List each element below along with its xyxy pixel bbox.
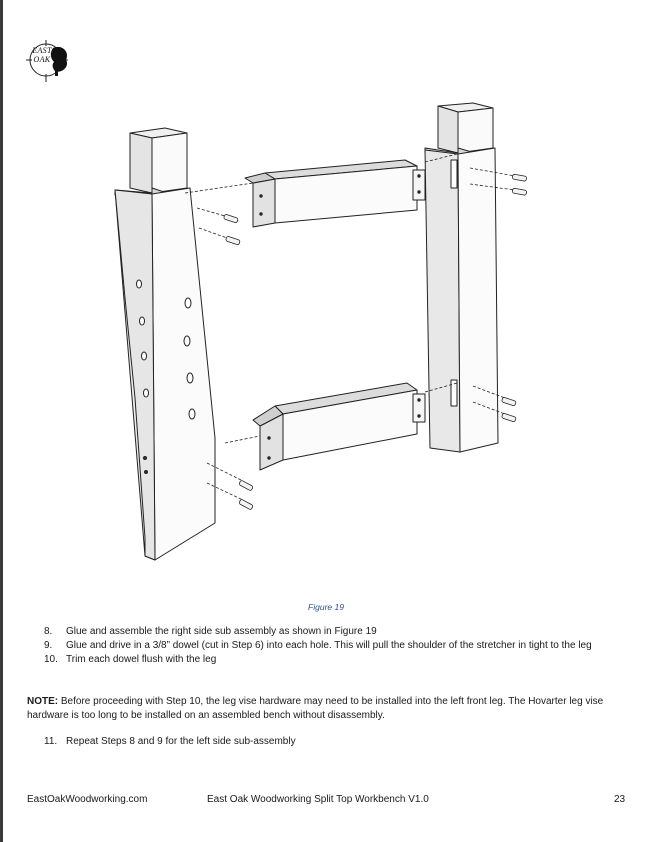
right-leg	[424, 102, 499, 453]
logo-text-east: EAST	[32, 46, 52, 55]
steps-list: 8. Glue and assemble the right side sub …	[44, 625, 634, 667]
step-number: 9.	[44, 640, 53, 651]
logo-emblem-icon	[26, 40, 68, 82]
page-border	[0, 0, 3, 842]
step-text: Repeat Steps 8 and 9 for the left side s…	[66, 736, 296, 747]
note-label: NOTE:	[27, 696, 59, 707]
step-number: 11.	[44, 736, 58, 747]
assembly-guide-lines	[184, 153, 516, 501]
note-paragraph: NOTE: Before proceeding with Step 10, th…	[27, 695, 631, 723]
step-number: 8.	[44, 626, 53, 637]
step-text: Glue and drive in a 3/8” dowel (cut in S…	[66, 640, 592, 651]
footer-document-title: East Oak Woodworking Split Top Workbench…	[207, 794, 429, 805]
step-text: Glue and assemble the right side sub ass…	[66, 626, 377, 637]
step-text: Trim each dowel flush with the leg	[66, 654, 217, 665]
note-text: Before proceeding with Step 10, the leg …	[27, 696, 604, 721]
east-oak-logo: EAST OAK	[22, 38, 76, 92]
footer-page-number: 23	[614, 794, 626, 805]
step-item-11: 11. Repeat Steps 8 and 9 for the left si…	[44, 735, 634, 749]
left-leg	[114, 127, 216, 561]
step-item-8: 8. Glue and assemble the right side sub …	[44, 625, 634, 639]
logo-text-oak: OAK	[33, 55, 51, 64]
upper-stretcher	[244, 159, 426, 228]
step-item-9: 9. Glue and drive in a 3/8” dowel (cut i…	[44, 639, 634, 653]
figure-caption: Figure 19	[308, 602, 344, 612]
lower-stretcher	[252, 382, 426, 471]
step-item-10: 10. Trim each dowel flush with the leg	[44, 653, 634, 667]
steps-list-continued: 11. Repeat Steps 8 and 9 for the left si…	[44, 735, 634, 749]
dowels	[223, 173, 527, 510]
step-number: 10.	[44, 654, 58, 665]
figure-19-illustration	[114, 102, 527, 561]
footer-website: EastOakWoodworking.com	[27, 794, 148, 805]
